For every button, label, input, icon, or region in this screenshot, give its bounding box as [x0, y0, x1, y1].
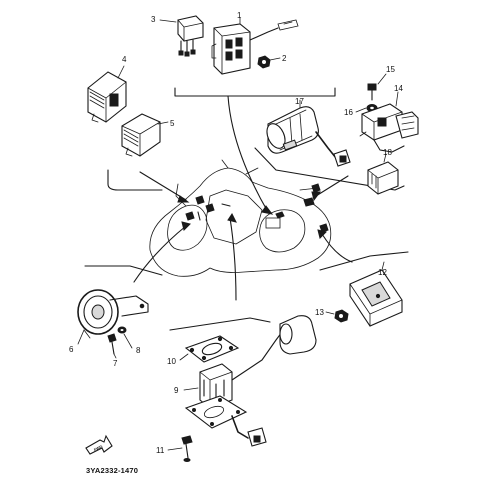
label-part-9: 9: [174, 386, 179, 395]
washer-part-8: [117, 326, 127, 334]
flasher-part-18: [367, 161, 399, 195]
label-part-16: 16: [344, 108, 353, 117]
license-light-part-12: [349, 269, 403, 327]
bike-components: [185, 183, 329, 233]
section-bracket-top: [174, 87, 336, 97]
bolt-part-15: [367, 83, 377, 101]
label-part-5: 5: [170, 119, 175, 128]
label-part-4: 4: [122, 55, 127, 64]
relay-part-3: [177, 15, 204, 57]
section-bracket-bottom-mid: [169, 317, 271, 331]
label-part-10: 10: [167, 357, 176, 366]
starter-part-17: [266, 106, 351, 167]
label-part-14: 14: [394, 84, 403, 93]
section-bracket-left: [107, 169, 163, 191]
label-part-13: 13: [315, 308, 324, 317]
regulator-part-14: [359, 103, 419, 153]
label-part-8: 8: [136, 346, 141, 355]
screw-part-11: [181, 435, 193, 462]
motorcycle-outline: [149, 159, 332, 277]
label-part-17: 17: [295, 97, 304, 106]
leader-lines: [133, 95, 353, 301]
unit-part-5: [121, 113, 161, 157]
control-unit-part-4: [87, 71, 127, 123]
fuse-box-part-1: [211, 19, 299, 75]
label-part-7: 7: [113, 359, 118, 368]
section-bracket-bottom-right: [319, 251, 409, 271]
fwd-arrow: FWD: [85, 434, 113, 455]
fuel-sender-part-9: [184, 315, 317, 447]
label-part-12: 12: [378, 268, 387, 277]
leader-arrows: [177, 191, 327, 239]
fwd-label: FWD: [93, 444, 103, 453]
label-part-1: 1: [237, 11, 242, 20]
part-callouts: 1 2 3 4 5 6 7 8 9 10 11 12 13 14 15 16 1: [69, 11, 403, 455]
label-part-3: 3: [151, 15, 156, 24]
section-bracket-bottom-left: [84, 265, 163, 276]
label-part-18: 18: [383, 148, 392, 157]
label-part-15: 15: [386, 65, 395, 74]
section-bracket-right: [254, 147, 405, 191]
reference-code: 3YA2332-1470: [86, 466, 138, 475]
label-part-11: 11: [156, 446, 165, 455]
nut-part-2: [257, 55, 271, 69]
gasket-part-10: [184, 335, 240, 363]
label-part-2: 2: [282, 54, 287, 63]
nut-part-13: [334, 309, 349, 323]
bolt-part-7: [107, 333, 117, 355]
label-part-6: 6: [69, 345, 74, 354]
horn-part-6: [77, 289, 149, 339]
